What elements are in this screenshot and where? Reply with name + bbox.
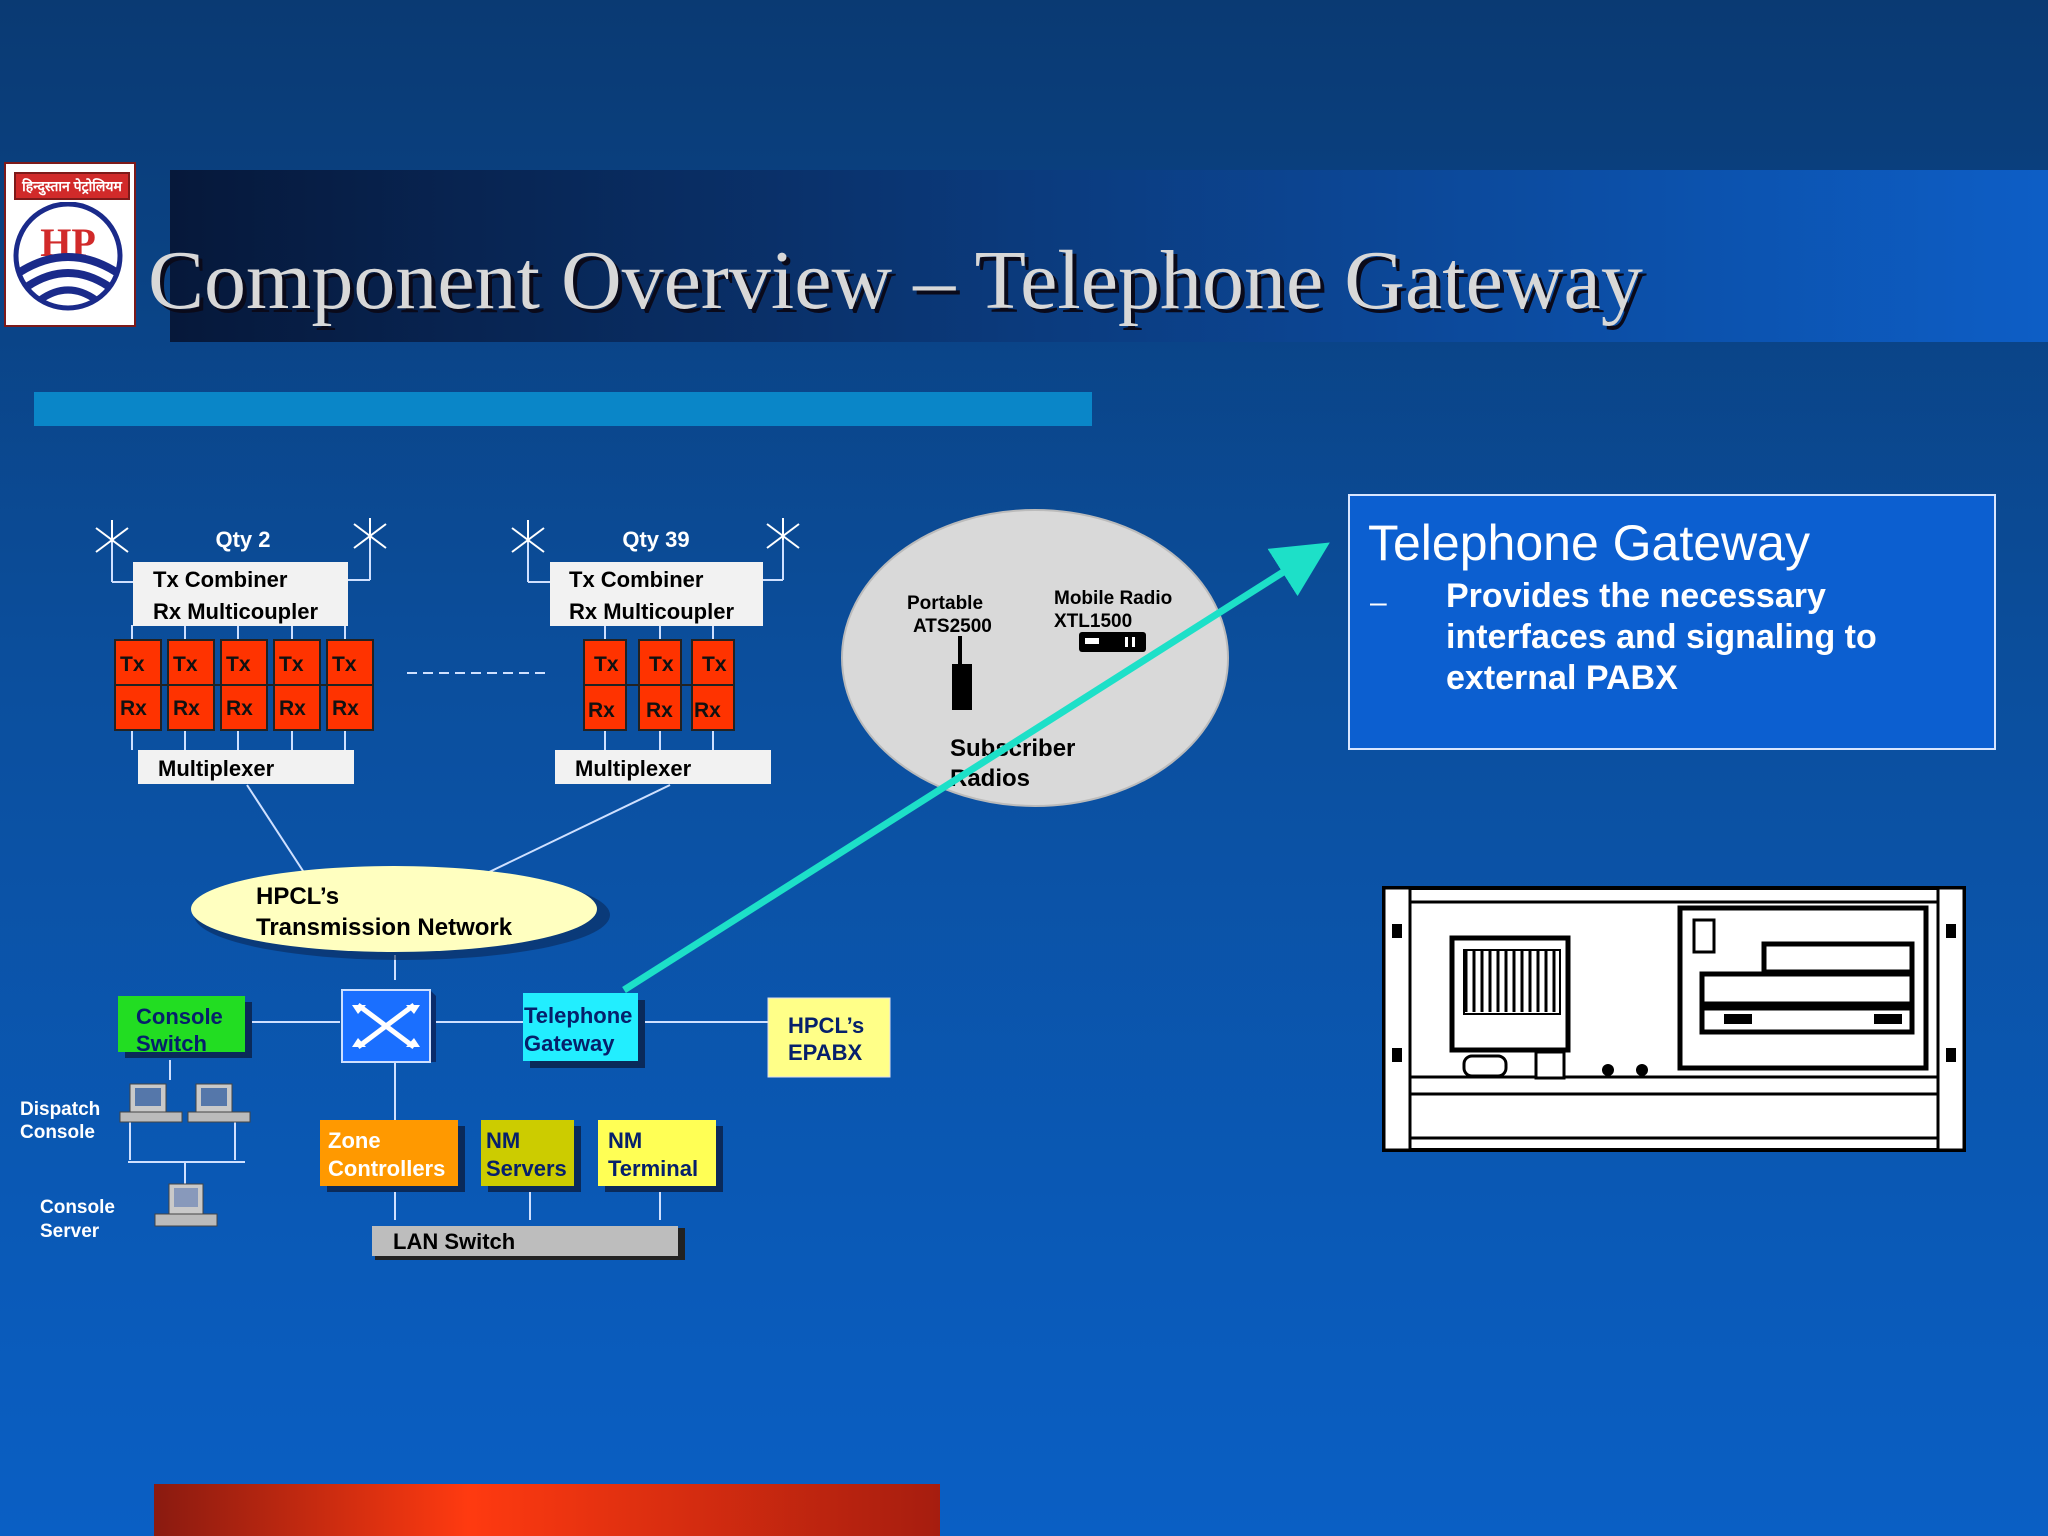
tx-label: Tx — [120, 653, 145, 676]
site2-multiplexer-label: Multiplexer — [575, 756, 692, 781]
tx-label: Tx — [173, 653, 198, 676]
site2-tx-rx-units — [583, 639, 735, 731]
rx-label: Rx — [588, 699, 615, 722]
transmission-network-label-line2: Transmission Network — [256, 914, 513, 941]
site1-rx-multicoupler-label: Rx Multicoupler — [153, 599, 318, 624]
bottom-accent-bar — [154, 1484, 940, 1536]
telephone-gateway-box — [523, 993, 638, 1061]
rx-label: Rx — [332, 697, 359, 720]
nm-servers-label-line2: Servers — [486, 1156, 567, 1181]
telephone-gateway-label-line1: Telephone — [524, 1003, 632, 1028]
dispatch-console-label-line2: Console — [20, 1122, 95, 1143]
ethernet-switch-icon — [341, 989, 436, 1063]
zone-controllers-label-line2: Controllers — [328, 1156, 445, 1181]
hp-logo: हिन्दुस्तान पेट्रोलियम HP — [4, 162, 136, 327]
site1-multiplexer-box — [138, 750, 354, 784]
transmission-network-label-line1: HPCL’s — [256, 883, 339, 910]
lan-switch-label: LAN Switch — [393, 1229, 515, 1254]
site1-multiplexer-label: Multiplexer — [158, 756, 275, 781]
console-server-icon — [154, 1183, 218, 1227]
mobile-radio-label-line2: XTL1500 — [1054, 611, 1132, 632]
site2-tx-combiner-label: Tx Combiner — [569, 567, 704, 592]
portable-label-line2: ATS2500 — [913, 616, 992, 637]
page-title: Component Overview – Telephone Gateway — [148, 234, 1643, 327]
epabx-box — [767, 997, 891, 1078]
site2-rx-multicoupler-label: Rx Multicoupler — [569, 599, 734, 624]
info-bullet-marker: – — [1370, 586, 1387, 619]
site2-rx-multicoupler-box — [550, 594, 763, 626]
nm-servers-box — [481, 1120, 574, 1186]
telephone-gateway-hardware-icon — [1382, 886, 1966, 1152]
network-diagram: Qty 2 Tx Combiner Rx Multicoupler Tx Tx … — [20, 509, 1330, 1260]
rx-label: Rx — [279, 697, 306, 720]
console-server-label-line1: Console — [40, 1197, 115, 1218]
telephone-gateway-label-line2: Gateway — [524, 1031, 615, 1056]
site2-multiplexer-box — [555, 750, 771, 784]
tx-label: Tx — [702, 653, 727, 676]
zone-controllers-box — [320, 1120, 458, 1186]
tx-label: Tx — [594, 653, 619, 676]
zone-controllers-label-line1: Zone — [328, 1128, 381, 1153]
nm-terminal-label-line2: Terminal — [608, 1156, 698, 1181]
telephone-gateway-arrow — [622, 542, 1330, 993]
tx-label: Tx — [332, 653, 357, 676]
site2-qty-label: Qty 39 — [622, 527, 689, 552]
portable-radio-icon — [952, 636, 972, 710]
site1-rx-multicoupler-box — [133, 594, 348, 626]
mobile-radio-icon — [1079, 632, 1146, 652]
info-bullet-text: Provides the necessary interfaces and si… — [1446, 577, 1877, 697]
dispatch-console-label-line1: Dispatch — [20, 1099, 100, 1120]
rx-label: Rx — [694, 699, 721, 722]
logo-hindi-text: हिन्दुस्तान पेट्रोलियम — [14, 172, 130, 200]
nm-terminal-label-line1: NM — [608, 1128, 642, 1153]
site1-tx-rx-units — [114, 639, 374, 731]
antenna-icon — [95, 518, 800, 553]
telephone-gateway-info-box: Telephone Gateway – Provides the necessa… — [1348, 494, 1996, 750]
rx-label: Rx — [226, 697, 253, 720]
console-switch-label-line2: Switch — [136, 1031, 207, 1056]
tx-label: Tx — [279, 653, 304, 676]
hp-emblem-icon: HP — [13, 202, 123, 311]
rx-label: Rx — [120, 697, 147, 720]
rx-label: Rx — [173, 697, 200, 720]
site1-tx-combiner-box — [133, 562, 348, 594]
info-box-title: Telephone Gateway — [1368, 515, 1810, 571]
subscriber-radios-ellipse — [841, 509, 1229, 807]
epabx-label-line1: HPCL’s — [788, 1013, 864, 1038]
mobile-radio-label-line1: Mobile Radio — [1054, 588, 1172, 609]
dispatch-console-icon — [119, 1083, 251, 1123]
nm-terminal-box — [598, 1120, 716, 1186]
console-switch-box — [118, 996, 245, 1052]
site1-tx-combiner-label: Tx Combiner — [153, 567, 288, 592]
console-switch-label-line1: Console — [136, 1004, 223, 1029]
lan-switch-box — [372, 1226, 678, 1256]
epabx-label-line2: EPABX — [788, 1040, 862, 1065]
title-underline-bar — [34, 392, 1092, 426]
nm-servers-label-line1: NM — [486, 1128, 520, 1153]
transmission-network-ellipse — [191, 866, 597, 952]
site1-qty-label: Qty 2 — [215, 527, 270, 552]
tx-label: Tx — [649, 653, 674, 676]
portable-label-line1: Portable — [907, 593, 983, 614]
subscriber-radios-label-line1: Subscriber — [950, 735, 1075, 762]
title-band — [170, 170, 2048, 342]
tx-label: Tx — [226, 653, 251, 676]
site2-tx-combiner-box — [550, 562, 763, 594]
console-server-label-line2: Server — [40, 1221, 100, 1242]
rx-label: Rx — [646, 699, 673, 722]
